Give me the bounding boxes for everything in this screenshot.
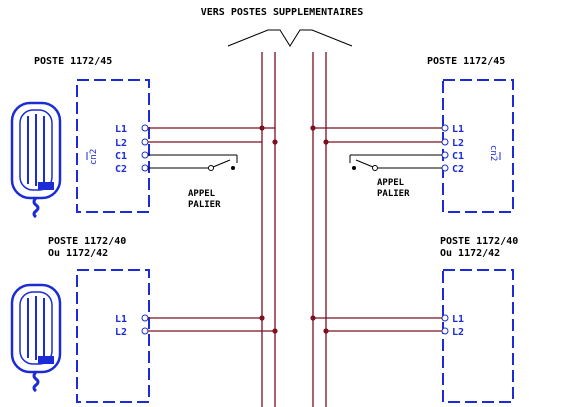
unit-bottom-right: POSTE 1172/40 Ou 1172/42 L1 L2 xyxy=(310,236,518,403)
unit-top-right: POSTE 1172/45 cn2 L1 L2 C1 C2 APPEL PALI… xyxy=(310,56,514,213)
connector-label: cn2 xyxy=(488,145,498,161)
terminal xyxy=(141,327,149,335)
terminal xyxy=(141,124,149,132)
unit-bottom-left: POSTE 1172/40 Ou 1172/42 L1 L2 xyxy=(10,236,278,403)
terminal xyxy=(441,327,449,335)
switch-label: APPEL xyxy=(377,178,405,188)
pin-label-l1: L1 xyxy=(115,314,127,325)
pin-label-c2: C2 xyxy=(115,164,127,175)
pin-label-l1: L1 xyxy=(115,124,127,135)
bus-wires xyxy=(261,52,327,407)
unit-subtitle: Ou 1172/42 xyxy=(48,248,108,259)
unit-title: POSTE 1172/40 xyxy=(440,236,518,247)
header-title: VERS POSTES SUPPLEMENTAIRES xyxy=(201,7,364,18)
terminal xyxy=(141,138,149,146)
pin-label-l2: L2 xyxy=(115,327,127,338)
handset-icon xyxy=(10,101,62,219)
unit-top-left: POSTE 1172/45 cn2 L1 L2 C1 C2 xyxy=(10,56,278,219)
pin-label-l2: L2 xyxy=(115,138,127,149)
unit-box xyxy=(76,269,150,403)
unit-title: POSTE 1172/45 xyxy=(34,56,112,67)
terminal xyxy=(141,151,149,159)
pin-label-c1: C1 xyxy=(115,151,127,162)
pin-label-l2: L2 xyxy=(452,138,464,149)
unit-title: POSTE 1172/45 xyxy=(427,56,505,67)
handset-icon xyxy=(10,283,62,393)
unit-title: POSTE 1172/40 xyxy=(48,236,126,247)
pin-label-c2: C2 xyxy=(452,164,464,175)
pin-label-c1: C1 xyxy=(452,151,464,162)
terminal xyxy=(441,124,449,132)
terminal xyxy=(441,151,449,159)
terminal xyxy=(441,164,449,172)
pin-label-l1: L1 xyxy=(452,124,464,135)
switch-label: APPEL xyxy=(188,189,216,199)
switch-label: PALIER xyxy=(377,189,410,199)
landing-switch-icon xyxy=(148,154,238,171)
unit-box xyxy=(76,79,150,213)
unit-box xyxy=(442,79,514,213)
terminal xyxy=(141,164,149,172)
continuation-arrow xyxy=(227,29,353,47)
connector-label: cn2 xyxy=(89,149,99,165)
unit-box xyxy=(442,269,514,403)
pin-label-l2: L2 xyxy=(452,327,464,338)
pin-label-l1: L1 xyxy=(452,314,464,325)
switch-label: PALIER xyxy=(188,200,221,210)
unit-subtitle: Ou 1172/42 xyxy=(440,248,500,259)
terminal xyxy=(441,314,449,322)
terminal xyxy=(141,314,149,322)
landing-switch-icon xyxy=(349,154,442,171)
terminal xyxy=(441,138,449,146)
